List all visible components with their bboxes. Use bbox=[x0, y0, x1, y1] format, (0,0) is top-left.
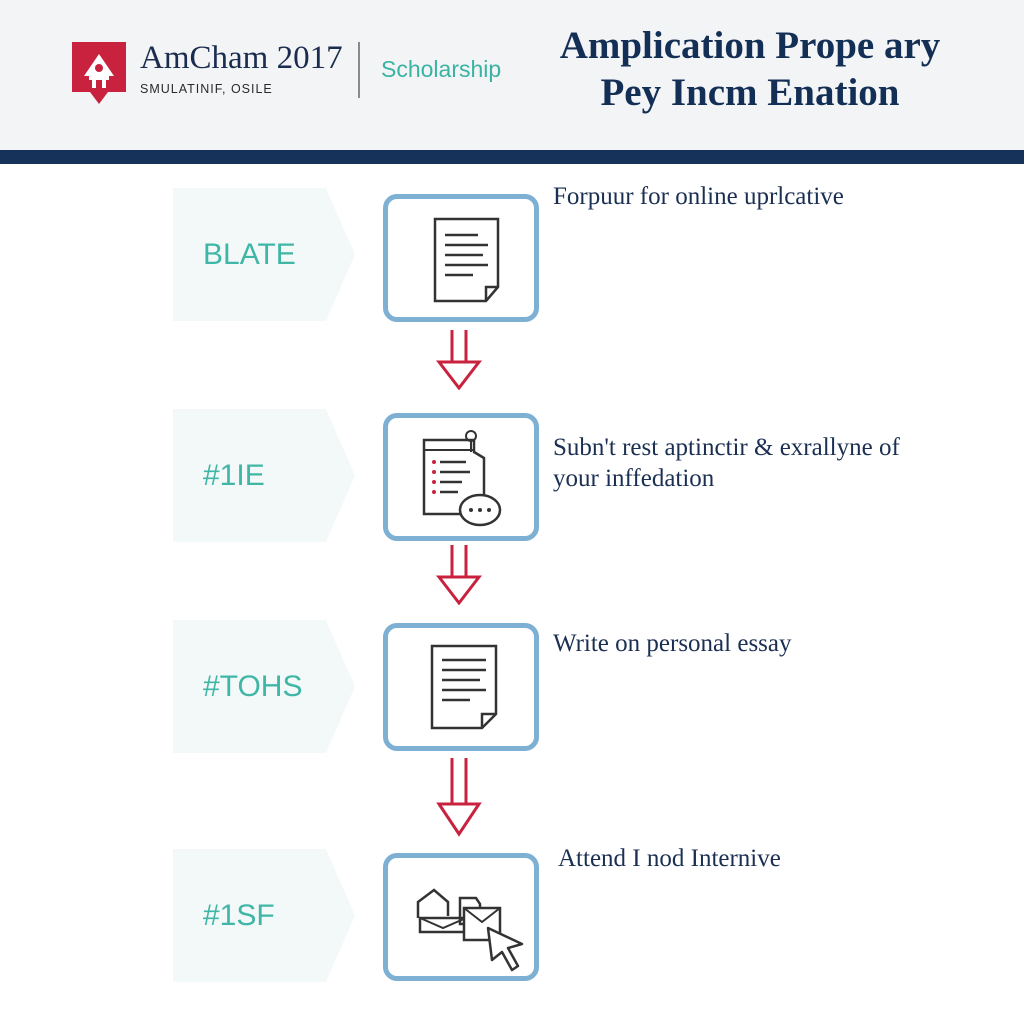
header-rule bbox=[0, 150, 1024, 164]
step-1-tag: BLATE bbox=[173, 188, 355, 321]
step-4-icon-box bbox=[383, 853, 539, 981]
step-3-tag: #TOHS bbox=[173, 620, 355, 753]
down-arrow-icon bbox=[435, 330, 483, 390]
step-2-icon-box bbox=[383, 413, 539, 541]
step-1-icon-box bbox=[383, 194, 539, 322]
page-title-line-2: Pey Incm Enation bbox=[600, 71, 900, 114]
step-2-text-line-2: your inffedation bbox=[553, 465, 715, 492]
step-4-tag-label: #1SF bbox=[203, 898, 275, 932]
header-divider bbox=[358, 42, 360, 98]
step-4-text: Attend I nod Internive bbox=[558, 845, 781, 872]
form-checklist-icon bbox=[422, 430, 502, 527]
essay-document-icon bbox=[430, 644, 498, 730]
document-icon bbox=[433, 217, 500, 303]
step-3-tag-label: #TOHS bbox=[203, 669, 303, 703]
step-1-tag-label: BLATE bbox=[203, 237, 296, 271]
step-2-tag-label: #1IE bbox=[203, 458, 265, 492]
step-3-icon-box bbox=[383, 623, 539, 751]
organization-name: AmCham 2017 bbox=[140, 40, 343, 76]
organization-subtitle: SMULATINIF, OSILE bbox=[140, 82, 273, 96]
step-1-text: Forpuur for online uprlcative bbox=[553, 183, 844, 210]
header-banner: AmCham 2017 SMULATINIF, OSILE Scholarshi… bbox=[0, 0, 1024, 150]
page-title-line-1: Amplication Prope ary bbox=[559, 24, 941, 67]
page-title: Amplication Prope ary Pey Incm Enation bbox=[530, 22, 970, 116]
down-arrow-icon bbox=[436, 758, 482, 837]
step-2-tag: #1IE bbox=[173, 409, 355, 542]
interview-cursor-icon bbox=[416, 888, 524, 972]
step-4-tag: #1SF bbox=[173, 849, 355, 982]
program-label: Scholarship bbox=[381, 56, 502, 82]
step-3-text: Write on personal essay bbox=[553, 630, 792, 657]
step-2-text: Subn't rest aptinctir & exrallyne of you… bbox=[553, 432, 900, 494]
step-2-text-line-1: Subn't rest aptinctir & exrallyne of bbox=[553, 434, 900, 461]
amcham-logo-icon bbox=[72, 42, 126, 104]
down-arrow-icon bbox=[435, 545, 483, 605]
